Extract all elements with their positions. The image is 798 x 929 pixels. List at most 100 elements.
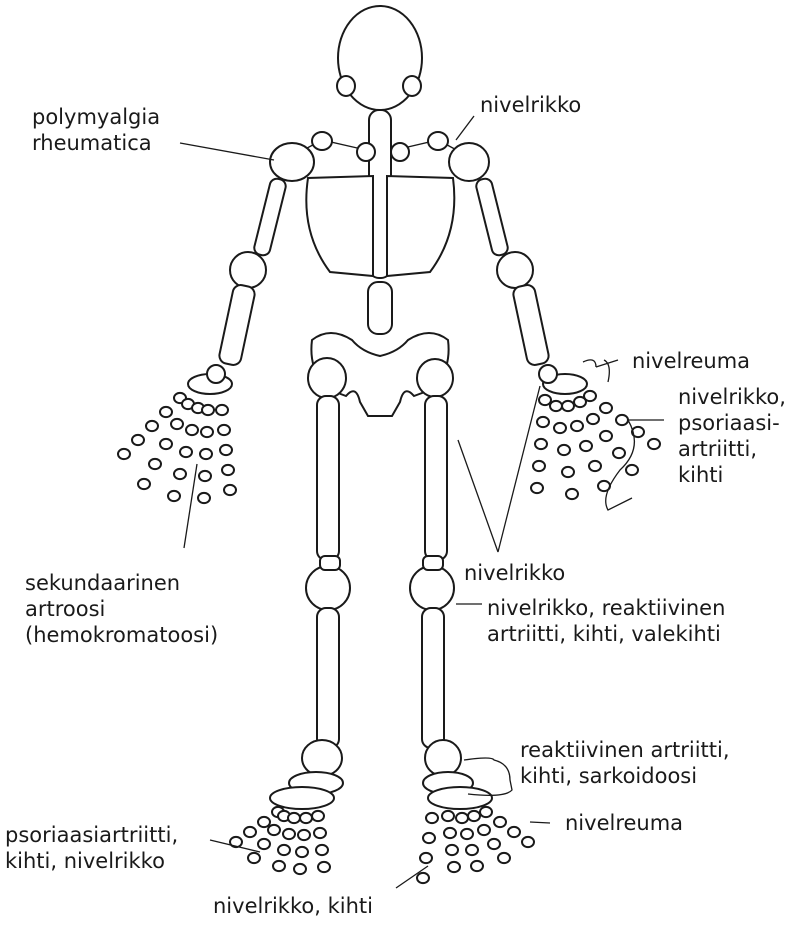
right-toe-2-joint-2 — [444, 828, 456, 838]
leader-polymyalgia — [180, 143, 274, 160]
right-finger-3-joint-1 — [562, 401, 574, 411]
right-thumb-joint-2 — [600, 403, 612, 413]
tibia-left — [317, 608, 339, 748]
right-thumb-joint-5 — [648, 439, 660, 449]
left-thumb-joint-4 — [132, 435, 144, 445]
right-finger-2-joint-1 — [550, 401, 562, 411]
right-finger-4-joint-4 — [613, 448, 625, 458]
left-toe-4-joint-2 — [298, 830, 310, 840]
left-toe-3-joint-1 — [288, 813, 300, 823]
ribcage — [306, 176, 373, 276]
right-toe-5-joint-2 — [494, 817, 506, 827]
right-finger-2-joint-2 — [554, 423, 566, 433]
right-finger-3-joint-4 — [589, 461, 601, 471]
humerus-left — [253, 177, 287, 257]
left-finger-2-joint-2 — [171, 419, 183, 429]
right-finger-4-joint-5 — [626, 465, 638, 475]
shoulder-joint-small-right — [428, 132, 448, 150]
left-toe-5-joint-2 — [314, 828, 326, 838]
label-nivelrikko-hip: nivelrikko — [464, 560, 565, 586]
ankle-right — [425, 740, 461, 776]
label-ankle: reaktiivinen artriitti, kihti, sarkoidoo… — [520, 737, 730, 789]
left-finger-4-joint-2 — [201, 427, 213, 437]
left-finger-4-joint-3 — [200, 449, 212, 459]
left-toe-4-joint-3 — [296, 847, 308, 857]
right-finger-1-joint-3 — [535, 439, 547, 449]
label-nivelreuma-foot: nivelreuma — [565, 810, 683, 836]
left-finger-4-joint-1 — [202, 405, 214, 415]
sternoclavicular-left — [357, 143, 375, 161]
right-toe-1-joint-1 — [426, 813, 438, 823]
left-toe-4-joint-4 — [294, 864, 306, 874]
right-toe-5-joint-1 — [480, 807, 492, 817]
humerus-right — [475, 177, 509, 257]
leader-nivelreuma-foot — [530, 822, 550, 823]
shoulder-right — [449, 143, 489, 181]
tibia-right — [422, 608, 444, 748]
forearm-right — [512, 284, 550, 367]
left-finger-2-joint-3 — [160, 439, 172, 449]
right-toe-5-joint-4 — [522, 837, 534, 847]
skeleton — [188, 6, 587, 809]
left-toe-2-joint-2 — [268, 825, 280, 835]
left-toe-2-joint-3 — [258, 839, 270, 849]
femur-right — [425, 396, 447, 560]
left-finger-5-joint-5 — [224, 485, 236, 495]
right-toe-2-joint-1 — [442, 811, 454, 821]
forearm-left — [218, 284, 256, 367]
left-toe-5-joint-3 — [316, 845, 328, 855]
left-toe-4-joint-1 — [300, 813, 312, 823]
right-finger-4-joint-3 — [600, 431, 612, 441]
left-toe-1-joint-2 — [258, 817, 270, 827]
left-finger-3-joint-4 — [174, 469, 186, 479]
right-toe-4-joint-2 — [478, 825, 490, 835]
shoulder-joint-small-left — [312, 132, 332, 150]
label-hand-right: nivelrikko, psoriaasi- artriitti, kihti — [678, 384, 786, 488]
wrist-bone-right — [539, 365, 557, 383]
label-foot-left: psoriaasiartriitti, kihti, nivelrikko — [5, 822, 178, 874]
left-thumb-joint-3 — [146, 421, 158, 431]
left-finger-2-joint-5 — [138, 479, 150, 489]
left-finger-5-joint-4 — [222, 465, 234, 475]
left-toe-3-joint-3 — [278, 845, 290, 855]
right-finger-2-joint-5 — [566, 489, 578, 499]
left-finger-4-joint-5 — [198, 493, 210, 503]
left-toe-2-joint-4 — [248, 853, 260, 863]
left-toe-3-joint-4 — [273, 861, 285, 871]
tarsal-right-2 — [428, 787, 492, 809]
left-finger-4-joint-4 — [199, 471, 211, 481]
jaw-joint-left — [337, 76, 355, 96]
leader-nivelreuma-wrist — [583, 360, 618, 382]
tarsal-left-2 — [270, 787, 334, 809]
left-thumb-joint-2 — [160, 407, 172, 417]
right-toe-1-joint-2 — [423, 833, 435, 843]
right-toe-1-joint-3 — [420, 853, 432, 863]
left-toe-5-joint-1 — [312, 811, 324, 821]
elbow-right — [497, 252, 533, 288]
label-big-toe: nivelrikko, kihti — [213, 893, 373, 919]
right-finger-1-joint-2 — [537, 417, 549, 427]
right-toe-5-joint-3 — [508, 827, 520, 837]
elbow-left — [230, 252, 266, 288]
right-finger-1-joint-1 — [539, 395, 551, 405]
ankle-left — [302, 740, 342, 776]
left-finger-5-joint-3 — [220, 445, 232, 455]
right-toe-3-joint-4 — [471, 861, 483, 871]
left-finger-3-joint-5 — [168, 491, 180, 501]
left-finger-5-joint-1 — [216, 405, 228, 415]
left-toe-3-joint-2 — [283, 829, 295, 839]
left-toe-5-joint-4 — [318, 862, 330, 872]
sternoclavicular-right — [391, 143, 409, 161]
right-toe-4-joint-4 — [498, 853, 510, 863]
label-polymyalgia-rheumatica: polymyalgia rheumatica — [32, 104, 160, 156]
label-knee: nivelrikko, reaktiivinen artriitti, kiht… — [487, 595, 725, 647]
kneecap-right — [423, 556, 443, 570]
right-toe-3-joint-3 — [466, 845, 478, 855]
leader-nivelrikko-hip — [458, 386, 540, 552]
right-thumb-joint-1 — [584, 391, 596, 401]
right-toe-4-joint-1 — [468, 811, 480, 821]
kneecap-left — [320, 556, 340, 570]
lumbar-spine — [368, 282, 392, 334]
knee-right — [410, 566, 454, 610]
